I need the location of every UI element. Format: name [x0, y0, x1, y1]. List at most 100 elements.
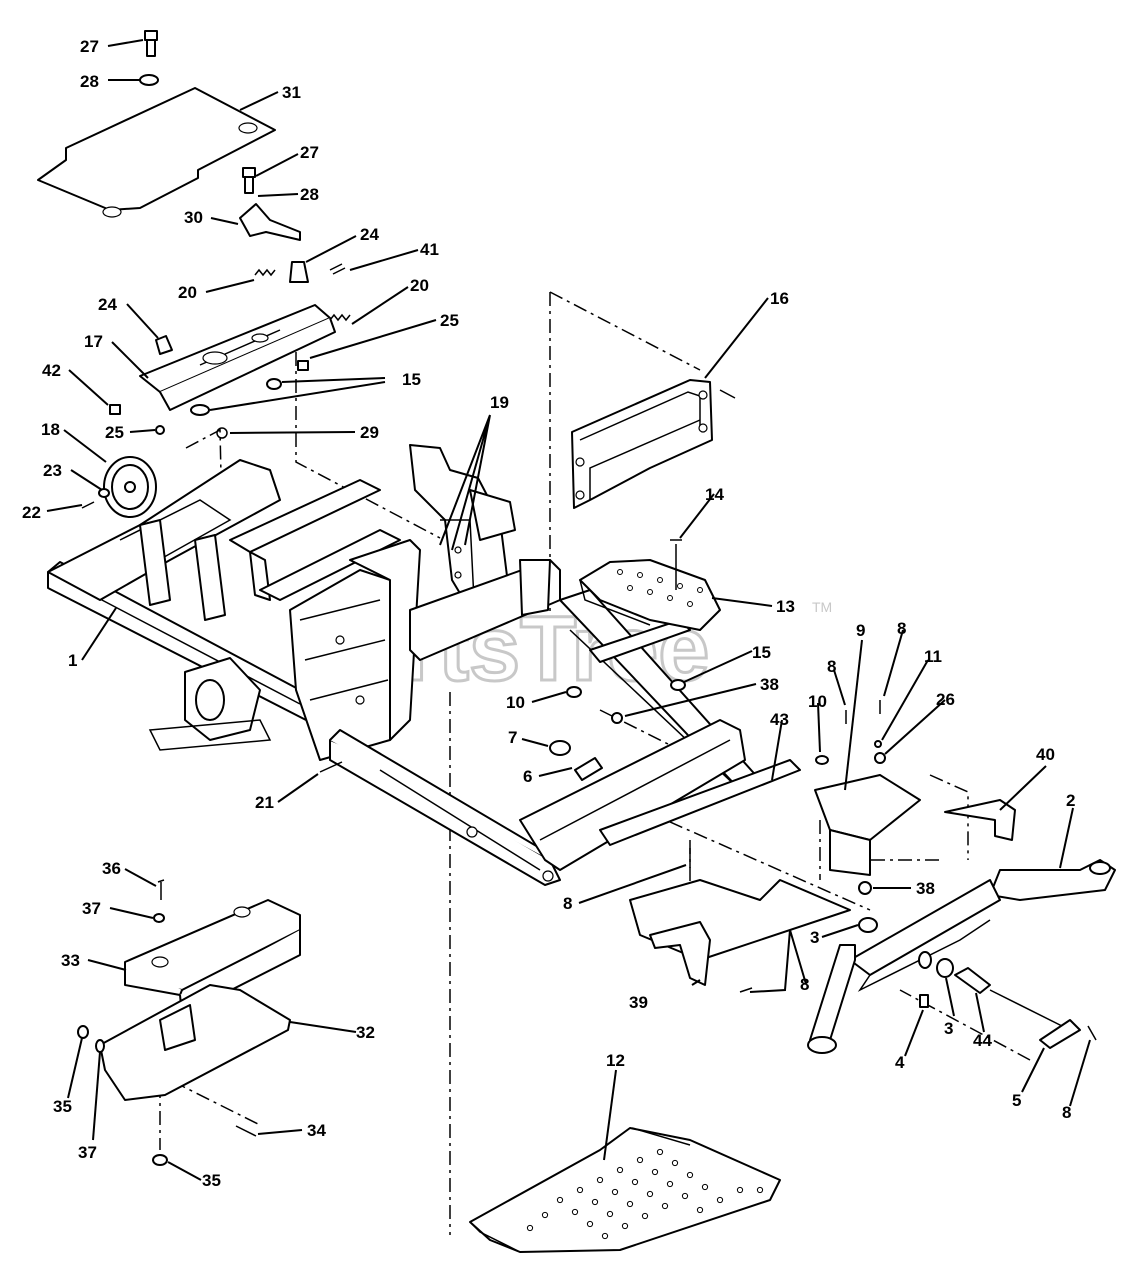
- callout-15: 15: [402, 370, 421, 389]
- arm-5: [1039, 1019, 1081, 1049]
- bracket-40: [944, 799, 1016, 841]
- callout-26: 26: [936, 690, 955, 709]
- washer-15a: [266, 378, 282, 390]
- panel-16: [571, 379, 713, 509]
- callout-23: 23: [43, 461, 62, 480]
- callout-numbers: 27 28 31 27 28 30 24 41 20 20 24 17 25 4…: [22, 37, 1075, 1190]
- floor-plate-31: [37, 87, 276, 218]
- sleeve-44: [936, 958, 1071, 1031]
- washer-37b: [95, 1039, 105, 1053]
- bolt-16: [719, 389, 736, 399]
- spring-29: [216, 427, 228, 439]
- callout-9: 9: [856, 621, 865, 640]
- callout-3: 3: [810, 928, 819, 947]
- seat-plate-32: [99, 984, 291, 1101]
- callout-11: 11: [924, 647, 942, 666]
- nut-25: [297, 360, 309, 371]
- callout-33: 33: [61, 951, 80, 970]
- callout-1: 1: [68, 651, 77, 670]
- callout-25: 25: [440, 311, 459, 330]
- callout-35: 35: [202, 1171, 221, 1190]
- callout-29: 29: [360, 423, 379, 442]
- bolt-27-mid: [242, 167, 256, 194]
- bumper-24-left: [155, 335, 173, 355]
- seat-support-17: [139, 304, 336, 411]
- nut-42: [109, 404, 121, 415]
- bolt-27-top: [139, 30, 159, 86]
- collar-7: [549, 740, 571, 756]
- callout-34: 34: [307, 1121, 326, 1140]
- foot-plate-13: [579, 559, 721, 631]
- callout-2: 2: [1066, 791, 1075, 810]
- bolt-41: [329, 263, 346, 275]
- washer-23: [98, 488, 110, 498]
- leader-lines: [46, 39, 1091, 1181]
- callout-22: 22: [22, 503, 41, 522]
- bolt-22: [81, 501, 95, 509]
- callout-21: 21: [255, 793, 274, 812]
- nut-4: [919, 994, 929, 1008]
- bolt-34: [235, 1125, 257, 1137]
- callout-27: 27: [300, 143, 319, 162]
- callout-13: 13: [776, 597, 795, 616]
- callout-3: 3: [944, 1019, 953, 1038]
- callout-19: 19: [490, 393, 509, 412]
- callout-12: 12: [606, 1051, 625, 1070]
- callout-24: 24: [360, 225, 379, 244]
- bolt-8c: [739, 987, 753, 993]
- spring-20-left: [254, 268, 276, 277]
- callout-31: 31: [282, 83, 301, 102]
- callout-8: 8: [827, 657, 836, 676]
- callout-37: 37: [82, 899, 101, 918]
- nut-11: [874, 740, 882, 748]
- callout-38: 38: [760, 675, 779, 694]
- callout-8: 8: [1062, 1103, 1071, 1122]
- bolt-36: [157, 879, 165, 900]
- callout-7: 7: [508, 728, 517, 747]
- bumper-24-right: [289, 261, 309, 283]
- callout-16: 16: [770, 289, 789, 308]
- callout-44: 44: [973, 1031, 992, 1050]
- callout-40: 40: [1036, 745, 1055, 764]
- callout-37: 37: [78, 1143, 97, 1162]
- cap-10b: [815, 755, 829, 765]
- callout-20: 20: [410, 276, 429, 295]
- callout-24: 24: [98, 295, 117, 314]
- washer-37a: [153, 913, 165, 923]
- callout-38: 38: [916, 879, 935, 898]
- callout-4: 4: [895, 1053, 905, 1072]
- bushing-3b: [858, 917, 878, 933]
- bolt-8a: [845, 700, 881, 724]
- bolt-21: [319, 761, 343, 773]
- step-plate-12: [469, 1127, 781, 1253]
- callout-42: 42: [42, 361, 61, 380]
- washer-15c: [670, 679, 686, 691]
- nut-26: [874, 752, 886, 764]
- callout-8: 8: [897, 619, 906, 638]
- washer-15b: [190, 404, 210, 416]
- callout-6: 6: [523, 767, 532, 786]
- bolt-14: [670, 539, 682, 590]
- cap-10a: [566, 686, 582, 698]
- bolt-8d: [1087, 1025, 1097, 1041]
- callout-8: 8: [800, 975, 809, 994]
- watermark-trademark: TM: [812, 599, 832, 615]
- callout-10: 10: [506, 693, 525, 712]
- spring-20-right: [329, 313, 351, 322]
- callout-36: 36: [102, 859, 121, 878]
- nut-25-lower: [155, 425, 165, 435]
- callout-18: 18: [41, 420, 60, 439]
- callout-39: 39: [629, 993, 648, 1012]
- callout-10: 10: [808, 692, 827, 711]
- bracket-30: [239, 203, 301, 241]
- callout-28: 28: [300, 185, 319, 204]
- callout-20: 20: [178, 283, 197, 302]
- nut-35b: [152, 1154, 168, 1166]
- callout-43: 43: [770, 710, 789, 729]
- pulley-18: [103, 456, 157, 518]
- callout-27: 27: [80, 37, 99, 56]
- nut-35a: [77, 1025, 89, 1039]
- pin-6: [574, 757, 603, 781]
- callout-30: 30: [184, 208, 203, 227]
- callout-5: 5: [1012, 1091, 1021, 1110]
